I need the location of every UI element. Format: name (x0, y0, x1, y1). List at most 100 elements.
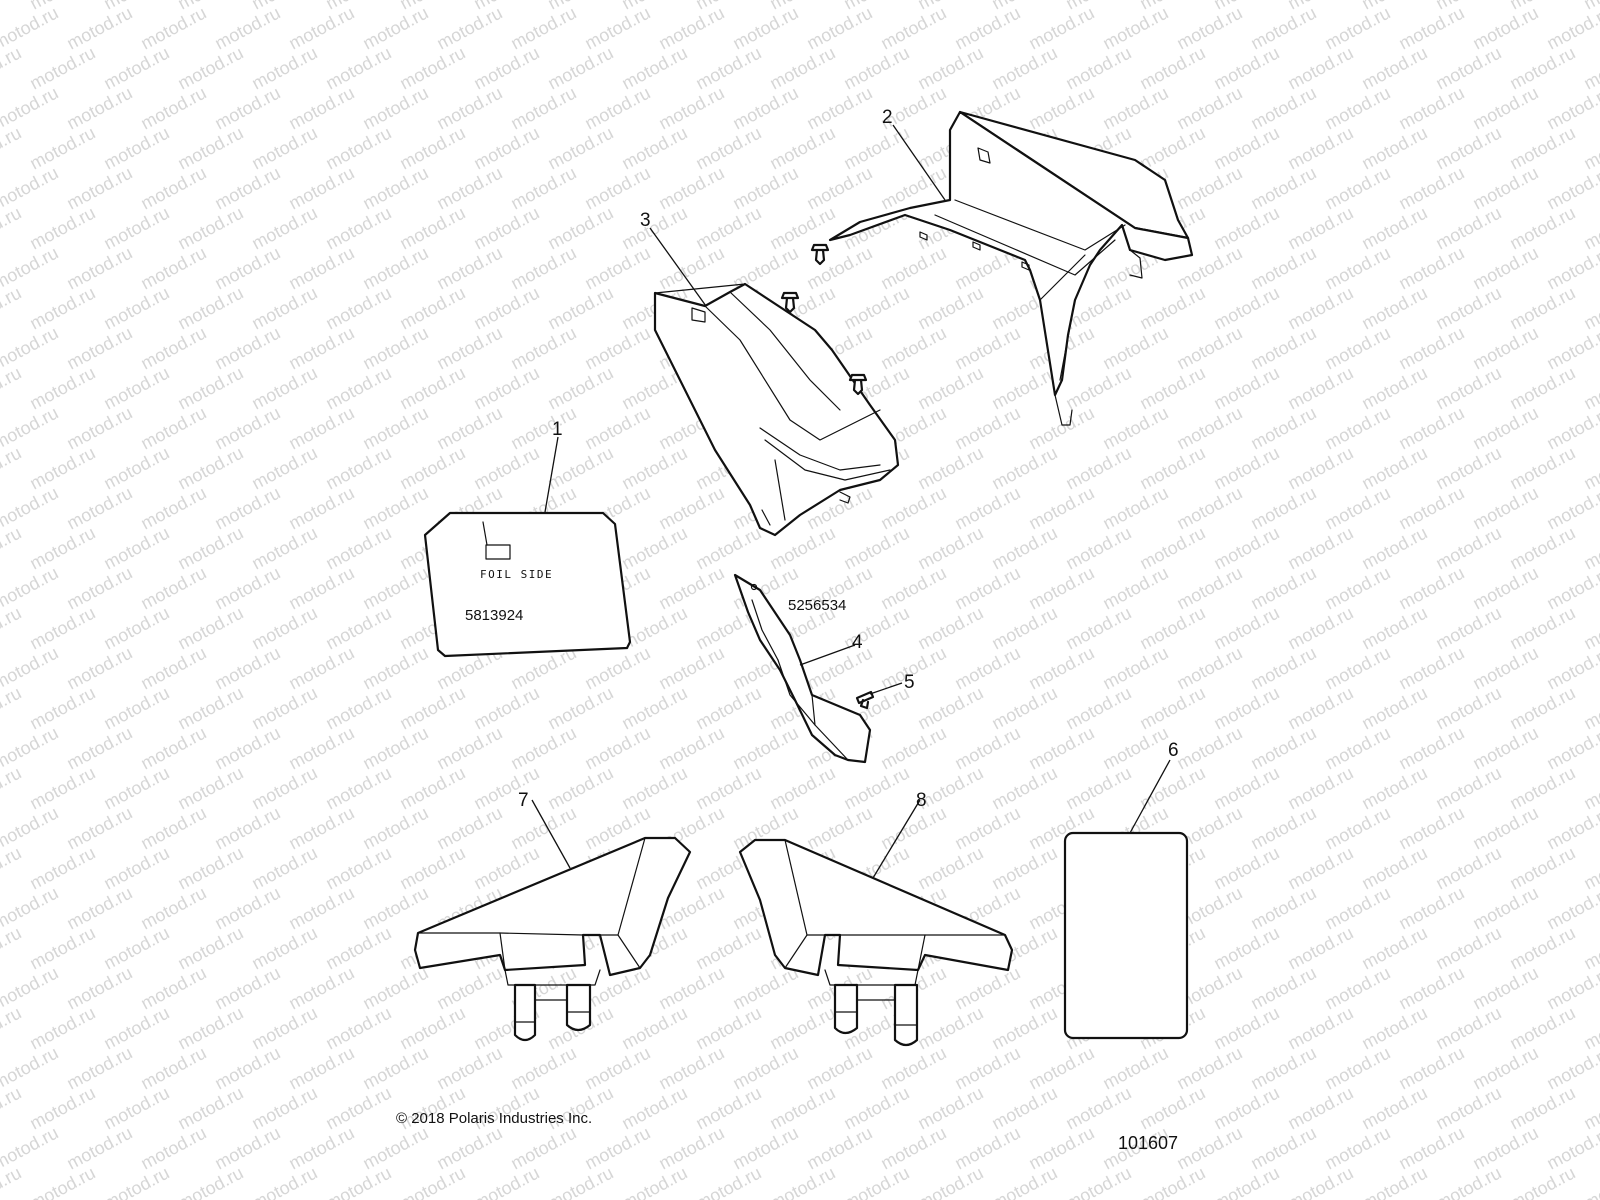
watermark-text: motod.ru (1062, 1163, 1134, 1200)
watermark-text: motod.ru (803, 3, 875, 54)
watermark-text: motod.ru (1025, 83, 1097, 134)
watermark-text: motod.ru (100, 603, 172, 654)
watermark-text: motod.ru (211, 243, 283, 294)
watermark-text: motod.ru (1432, 843, 1504, 894)
watermark-text: motod.ru (26, 43, 98, 94)
watermark-text: motod.ru (137, 243, 209, 294)
watermark-text: motod.ru (470, 283, 542, 334)
watermark-text: motod.ru (1062, 683, 1134, 734)
watermark-text: motod.ru (1136, 763, 1208, 814)
watermark-text: motod.ru (914, 603, 986, 654)
watermark-text: motod.ru (1284, 923, 1356, 974)
watermark-text: motod.ru (1358, 923, 1430, 974)
watermark-text: motod.ru (359, 963, 431, 1014)
watermark-text: motod.ru (396, 43, 468, 94)
watermark-text: motod.ru (1543, 483, 1600, 534)
watermark-text: motod.ru (581, 243, 653, 294)
watermark-text: motod.ru (285, 643, 357, 694)
watermark-text: motod.ru (1321, 3, 1393, 54)
watermark-text: motod.ru (137, 643, 209, 694)
watermark-text: motod.ru (951, 963, 1023, 1014)
watermark-text: motod.ru (1580, 43, 1600, 94)
watermark-text: motod.ru (729, 163, 801, 214)
watermark-text: motod.ru (470, 43, 542, 94)
watermark-text: motod.ru (1543, 723, 1600, 774)
watermark-text: motod.ru (544, 683, 616, 734)
watermark-text: motod.ru (1395, 243, 1467, 294)
watermark-text: motod.ru (1136, 1083, 1208, 1134)
watermark-text: motod.ru (1358, 43, 1430, 94)
watermark-text: motod.ru (1469, 1043, 1541, 1094)
watermark-text: motod.ru (63, 803, 135, 854)
watermark-text: motod.ru (692, 683, 764, 734)
watermark-text: motod.ru (285, 803, 357, 854)
watermark-text: motod.ru (322, 1003, 394, 1054)
watermark-text: motod.ru (359, 483, 431, 534)
watermark-text: motod.ru (211, 483, 283, 534)
part-6-pad (1063, 831, 1189, 1040)
watermark-text: motod.ru (1358, 203, 1430, 254)
watermark-text: motod.ru (322, 523, 394, 574)
watermark-text: motod.ru (322, 1163, 394, 1200)
watermark-text: motod.ru (1247, 1043, 1319, 1094)
watermark-text: motod.ru (211, 723, 283, 774)
watermark-text: motod.ru (840, 1163, 912, 1200)
watermark-text: motod.ru (988, 763, 1060, 814)
watermark-text: motod.ru (1469, 563, 1541, 614)
watermark-text: motod.ru (26, 123, 98, 174)
watermark-text: motod.ru (100, 683, 172, 734)
callout-2: 2 (882, 107, 893, 128)
watermark-text: motod.ru (1136, 683, 1208, 734)
watermark-text: motod.ru (174, 523, 246, 574)
watermark-text: motod.ru (988, 43, 1060, 94)
watermark-text: motod.ru (248, 1003, 320, 1054)
watermark-text: motod.ru (1025, 1043, 1097, 1094)
watermark-text: motod.ru (914, 283, 986, 334)
watermark-text: motod.ru (1580, 603, 1600, 654)
watermark-text: motod.ru (1210, 683, 1282, 734)
watermark-text: motod.ru (174, 43, 246, 94)
watermark-text: motod.ru (1432, 1163, 1504, 1200)
watermark-text: motod.ru (248, 283, 320, 334)
watermark-text: motod.ru (1247, 563, 1319, 614)
watermark-text: motod.ru (1173, 403, 1245, 454)
watermark-text: motod.ru (1136, 603, 1208, 654)
watermark-text: motod.ru (877, 3, 949, 54)
watermark-text: motod.ru (766, 763, 838, 814)
watermark-text: motod.ru (655, 723, 727, 774)
watermark-text: motod.ru (1432, 43, 1504, 94)
part-5-fastener (855, 690, 875, 710)
foil-side-label: FOIL SIDE (480, 568, 553, 581)
watermark-text: motod.ru (1543, 1123, 1600, 1174)
watermark-text: motod.ru (1469, 323, 1541, 374)
watermark-text: motod.ru (1543, 963, 1600, 1014)
watermark-text: motod.ru (100, 763, 172, 814)
watermark-text: motod.ru (137, 723, 209, 774)
watermark-text: motod.ru (655, 643, 727, 694)
watermark-text: motod.ru (803, 1043, 875, 1094)
part-1-foil-sheet: FOIL SIDE 5813924 (423, 511, 632, 658)
watermark-text: motod.ru (1284, 123, 1356, 174)
watermark-text: motod.ru (1432, 1083, 1504, 1134)
watermark-text: motod.ru (433, 403, 505, 454)
watermark-text: motod.ru (359, 403, 431, 454)
watermark-text: motod.ru (470, 763, 542, 814)
watermark-text: motod.ru (1506, 603, 1578, 654)
watermark-text: motod.ru (174, 683, 246, 734)
watermark-text: motod.ru (433, 323, 505, 374)
watermark-text: motod.ru (1358, 363, 1430, 414)
watermark-text: motod.ru (1506, 683, 1578, 734)
watermark-text: motod.ru (1062, 523, 1134, 574)
watermark-text: motod.ru (137, 3, 209, 54)
watermark-text: motod.ru (692, 763, 764, 814)
watermark-text: motod.ru (322, 763, 394, 814)
watermark-text: motod.ru (433, 163, 505, 214)
watermark-text: motod.ru (26, 1163, 98, 1200)
watermark-text: motod.ru (433, 963, 505, 1014)
watermark-text: motod.ru (433, 1043, 505, 1094)
watermark-text: motod.ru (544, 283, 616, 334)
watermark-text: motod.ru (1432, 523, 1504, 574)
watermark-text: motod.ru (1025, 1123, 1097, 1174)
watermark-text: motod.ru (618, 43, 690, 94)
watermark-text: motod.ru (1284, 1083, 1356, 1134)
